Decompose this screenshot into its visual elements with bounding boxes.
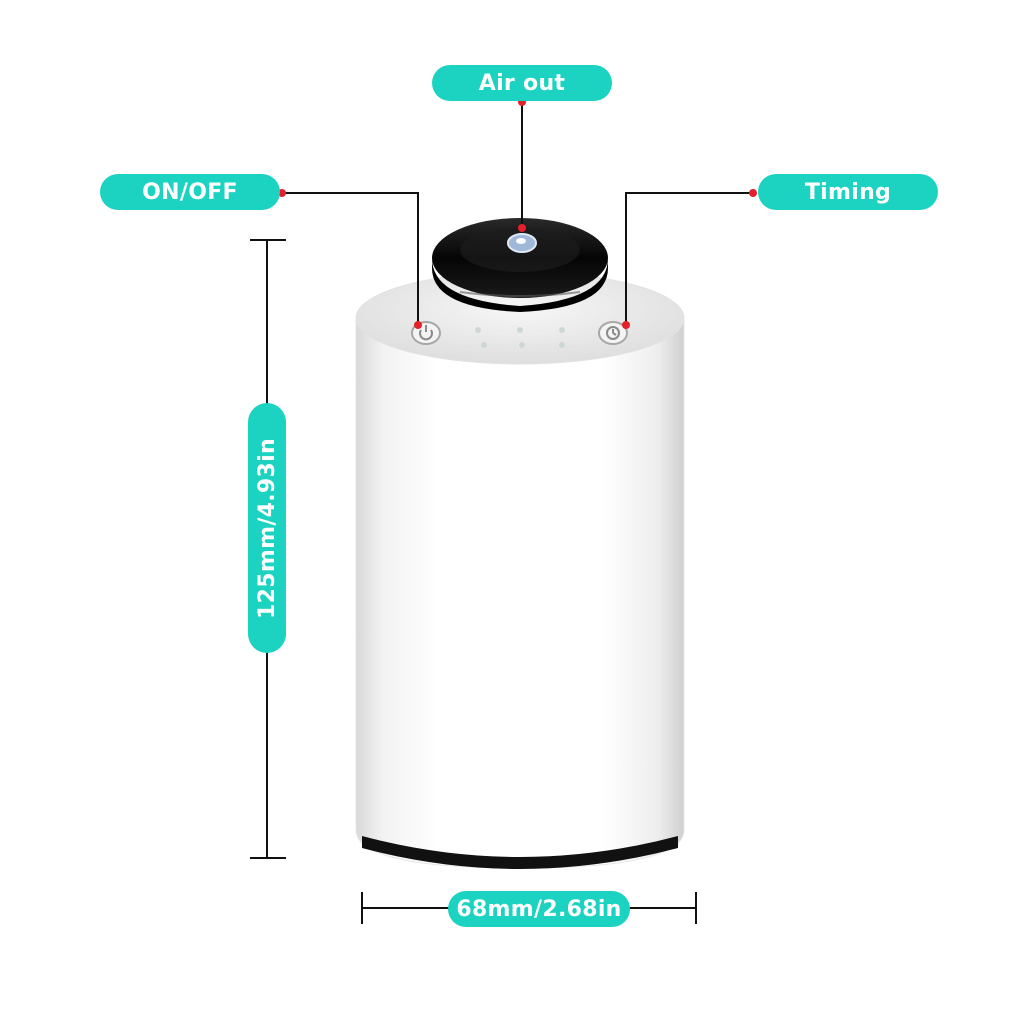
power-icon: [419, 325, 433, 341]
callout-markers: [278, 98, 757, 329]
black-cap: [432, 218, 608, 312]
air-outlet: [507, 233, 537, 253]
timing-text: Timing: [804, 179, 892, 205]
clock-icon: [606, 326, 620, 340]
air-out-text: Air out: [478, 70, 566, 96]
timing-label: Timing: [758, 174, 938, 210]
device-body: [355, 271, 685, 869]
width-text: 68mm/2.68in: [456, 896, 622, 922]
air-out-label: Air out: [432, 65, 612, 101]
height-text: 125mm/4.93in: [254, 437, 280, 619]
height-label: 125mm/4.93in: [248, 403, 286, 653]
callout-lines: [282, 102, 753, 325]
timer-button[interactable]: [598, 321, 628, 345]
width-label: 68mm/2.68in: [448, 891, 630, 927]
indicator-leds: [475, 327, 565, 348]
on-off-text: ON/OFF: [142, 179, 238, 205]
on-off-label: ON/OFF: [100, 174, 280, 210]
